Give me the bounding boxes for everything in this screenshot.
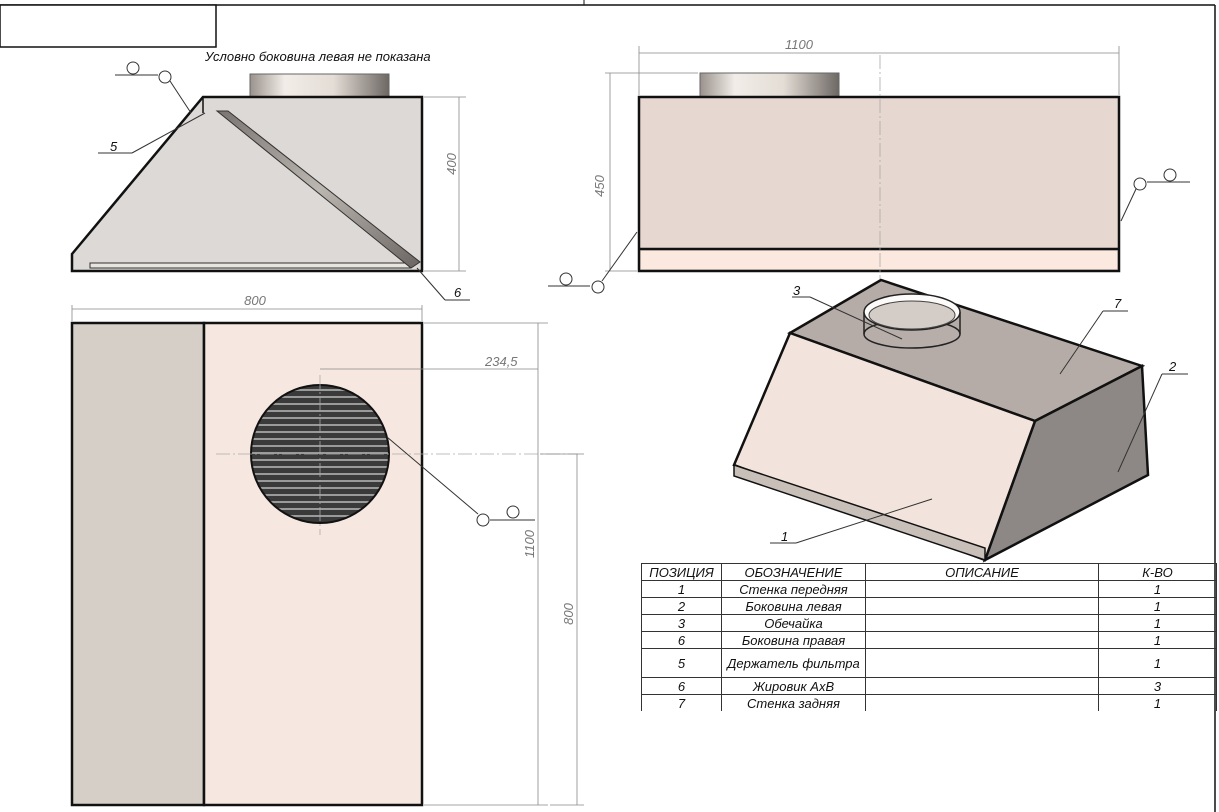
table-row: 6 Боковина правая 1 bbox=[641, 631, 1217, 649]
cell-description bbox=[865, 677, 1099, 695]
cell-designation: Обечайка bbox=[721, 614, 866, 632]
weld-symbol-front-right bbox=[1120, 168, 1190, 222]
cell-description bbox=[865, 614, 1099, 632]
weld-symbol-side bbox=[115, 61, 192, 114]
weld-symbol-front-left bbox=[548, 231, 638, 294]
cell-position: 1 bbox=[641, 580, 722, 598]
cell-quantity: 3 bbox=[1098, 677, 1217, 695]
side-collar bbox=[249, 73, 390, 98]
dim-offset: 234,5 bbox=[484, 354, 518, 369]
table-row: 5 Держатель фильтра 1 bbox=[641, 648, 1217, 678]
cell-quantity: 1 bbox=[1098, 631, 1217, 649]
header-description: ОПИСАНИЕ bbox=[865, 563, 1099, 581]
table-row: 2 Боковина левая 1 bbox=[641, 597, 1217, 615]
weld-symbol-top bbox=[386, 436, 535, 527]
iso-collar bbox=[863, 293, 961, 349]
top-left-strip bbox=[70, 321, 206, 807]
cell-quantity: 1 bbox=[1098, 580, 1217, 598]
cell-position: 2 bbox=[641, 597, 722, 615]
callout-iso-3: 3 bbox=[793, 283, 801, 298]
cell-description bbox=[865, 631, 1099, 649]
parts-table: ПОЗИЦИЯ ОБОЗНАЧЕНИЕ ОПИСАНИЕ К-ВО 1 Стен… bbox=[641, 563, 1217, 711]
cell-position: 6 bbox=[641, 631, 722, 649]
cell-designation: Боковина левая bbox=[721, 597, 866, 615]
front-collar bbox=[699, 72, 840, 98]
title-block-corner bbox=[0, 4, 217, 48]
cell-quantity: 1 bbox=[1098, 597, 1217, 615]
dim-side-height: 400 bbox=[444, 152, 459, 174]
cell-designation: Жировик АхВ bbox=[721, 677, 866, 695]
cell-designation: Боковина правая bbox=[721, 631, 866, 649]
table-row: 7 Стенка задняя 1 bbox=[641, 694, 1217, 711]
cell-position: 3 bbox=[641, 614, 722, 632]
cell-designation: Стенка задняя bbox=[721, 694, 866, 711]
side-filter bbox=[215, 110, 421, 269]
callout-iso-1: 1 bbox=[781, 529, 788, 544]
front-panel bbox=[637, 95, 1121, 273]
header-designation: ОБОЗНАЧЕНИЕ bbox=[721, 563, 866, 581]
cell-description bbox=[865, 648, 1099, 678]
front-view: 1100 450 bbox=[548, 37, 1190, 294]
table-row: 6 Жировик АхВ 3 bbox=[641, 677, 1217, 695]
dim-top-length-inner: 800 bbox=[561, 602, 576, 624]
callout-side-5: 5 bbox=[110, 139, 118, 154]
dim-front-height: 450 bbox=[592, 174, 607, 196]
cell-description bbox=[865, 580, 1099, 598]
callout-iso-7: 7 bbox=[1114, 296, 1122, 311]
header-quantity: К-ВО bbox=[1098, 563, 1217, 581]
callout-iso-2: 2 bbox=[1168, 359, 1177, 374]
cell-quantity: 1 bbox=[1098, 648, 1217, 678]
table-row: 3 Обечайка 1 bbox=[641, 614, 1217, 632]
cell-position: 7 bbox=[641, 694, 722, 711]
dim-top-length: 1100 bbox=[522, 529, 537, 558]
dim-front-width: 1100 bbox=[785, 37, 814, 52]
top-view: 800 234,5 1100 800 bbox=[70, 293, 584, 807]
cell-quantity: 1 bbox=[1098, 614, 1217, 632]
cell-designation: Стенка передняя bbox=[721, 580, 866, 598]
cell-position: 5 bbox=[641, 648, 722, 678]
dim-top-width: 800 bbox=[244, 293, 266, 308]
cell-designation: Держатель фильтра bbox=[721, 648, 866, 678]
parts-table-header: ПОЗИЦИЯ ОБОЗНАЧЕНИЕ ОПИСАНИЕ К-ВО bbox=[641, 563, 1217, 581]
cell-position: 6 bbox=[641, 677, 722, 695]
header-position: ПОЗИЦИЯ bbox=[641, 563, 722, 581]
side-view: 400 5 6 bbox=[70, 61, 470, 301]
cell-description bbox=[865, 694, 1099, 711]
cell-quantity: 1 bbox=[1098, 694, 1217, 711]
isometric-view: 3 7 2 1 bbox=[732, 278, 1188, 563]
cell-description bbox=[865, 597, 1099, 615]
table-row: 1 Стенка передняя 1 bbox=[641, 580, 1217, 598]
side-panel bbox=[70, 95, 424, 273]
note-text: Условно боковина левая не показана bbox=[204, 49, 431, 64]
callout-side-6: 6 bbox=[454, 285, 462, 300]
